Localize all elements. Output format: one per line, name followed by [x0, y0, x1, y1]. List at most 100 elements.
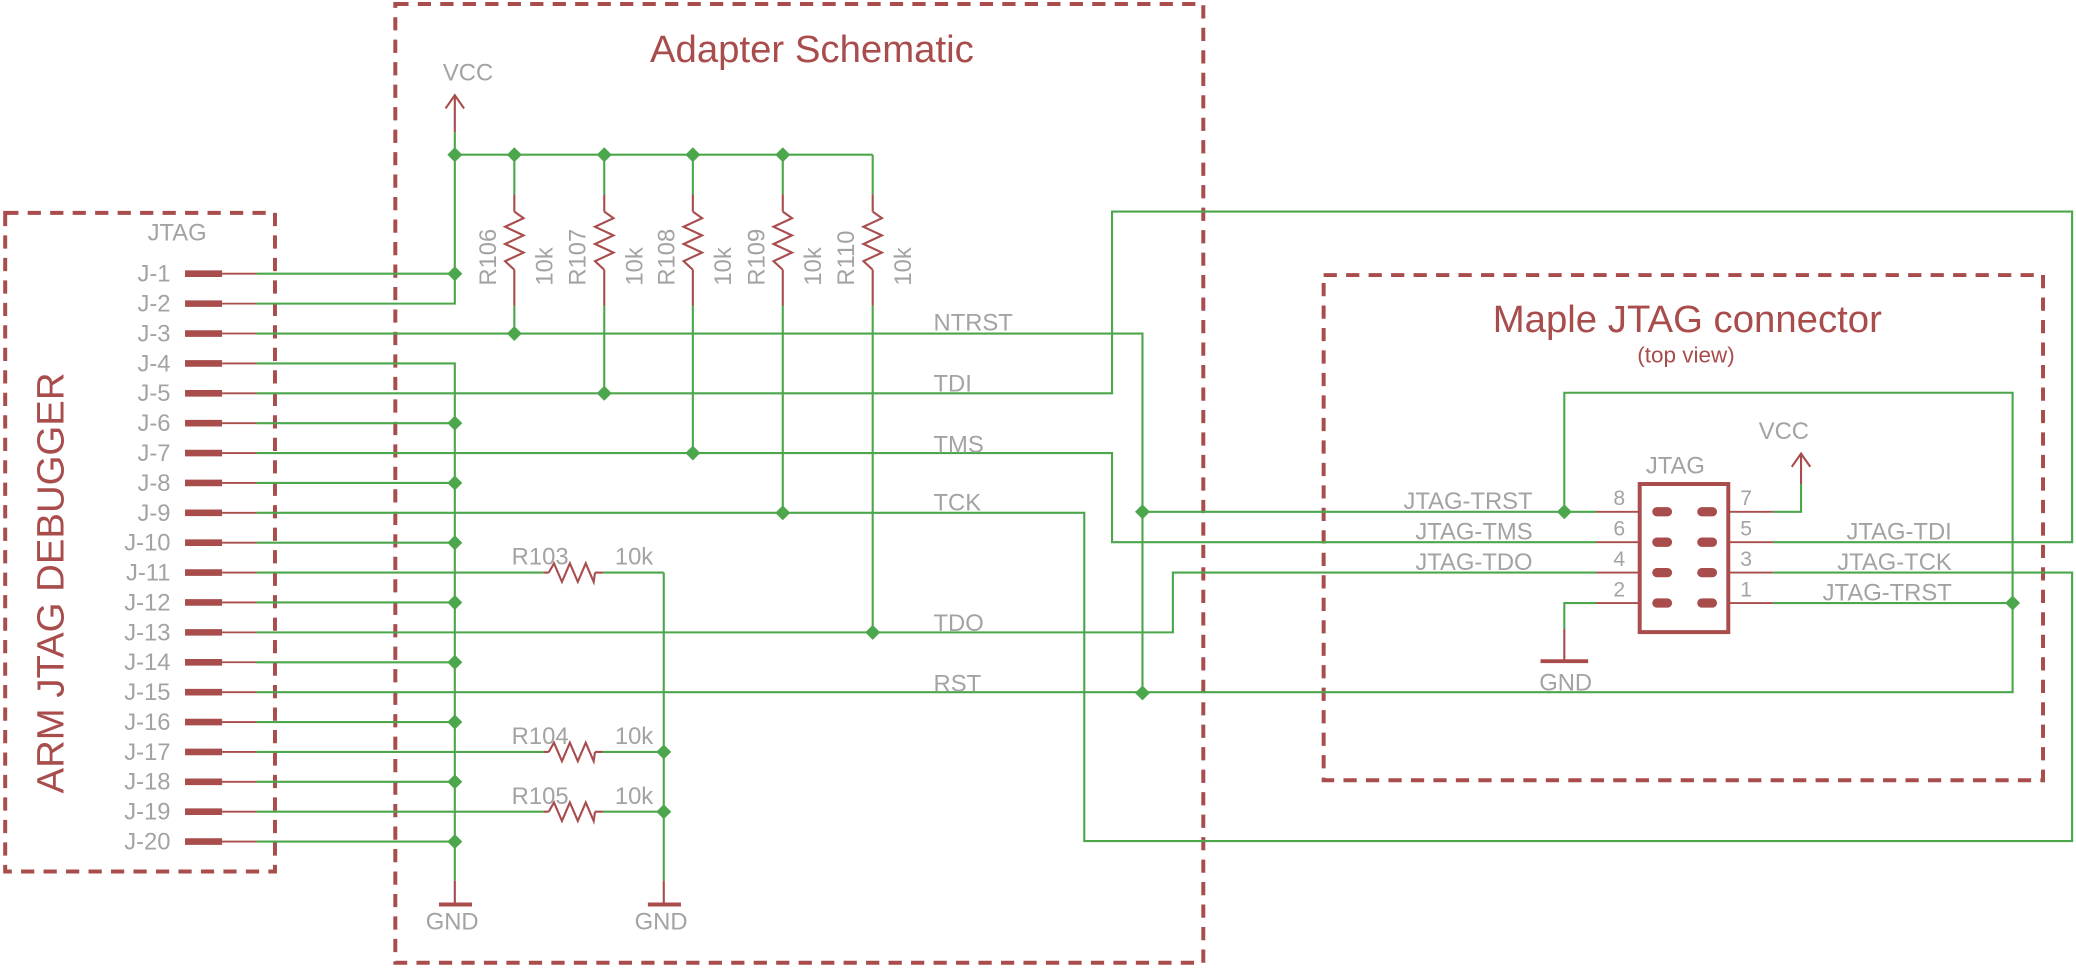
gnd-label-1: GND — [426, 909, 479, 936]
pullup-resistor-r109: R109 10k — [743, 194, 827, 306]
pullup-resistor-r110: R110 10k — [833, 194, 917, 306]
junction-dot — [596, 385, 612, 401]
junction-dot — [506, 326, 522, 341]
resistor-value: 10k — [710, 247, 737, 285]
gnd-bus — [256, 362, 456, 881]
signal-label-tdo: TDO — [934, 610, 984, 637]
junction-dot — [506, 147, 522, 163]
junctions — [447, 147, 2021, 850]
resistor-name: R109 — [743, 229, 770, 286]
maple-vcc-wire — [1773, 483, 1803, 513]
debugger-pin-label: J-18 — [124, 769, 170, 796]
adapter-title: Adapter Schematic — [650, 28, 974, 71]
maple-pin-number: 8 — [1613, 487, 1625, 510]
junction-dot — [775, 147, 791, 163]
maple-pin-signal: JTAG-TDO — [1415, 549, 1532, 576]
tdo-wire — [256, 571, 1597, 634]
debugger-pin-label: J-12 — [124, 589, 170, 616]
debugger-pin-label: J-7 — [137, 440, 170, 467]
resistor-value: 10k — [532, 247, 559, 285]
j2-wire — [256, 154, 456, 305]
gnd-label-2: GND — [635, 909, 688, 936]
resistor-value: 10k — [800, 247, 827, 285]
maple-pin-number: 2 — [1613, 578, 1625, 601]
debugger-title: ARM JTAG DEBUGGER — [29, 373, 72, 794]
junction-dot — [447, 475, 463, 491]
maple-pin-number: 5 — [1740, 518, 1752, 541]
rst-wire — [256, 391, 2014, 694]
signal-label-tck: TCK — [934, 489, 982, 516]
resistor-value: 10k — [615, 544, 653, 571]
maple-pin-signal: JTAG-TDI — [1846, 519, 1951, 546]
resistor-name: R110 — [833, 231, 860, 286]
junction-dot — [447, 415, 463, 431]
maple-pin-number: 3 — [1740, 548, 1752, 571]
resistor-name: R108 — [653, 229, 680, 286]
signal-label-tms: TMS — [934, 431, 984, 458]
debugger-pin-label: J-16 — [124, 709, 170, 736]
maple-connector-label: JTAG — [1646, 452, 1705, 479]
vcc-label: VCC — [443, 60, 493, 87]
debugger-connector-label: JTAG — [148, 220, 207, 247]
debugger-pin-label: J-8 — [137, 470, 170, 497]
resistor-value: 10k — [615, 723, 653, 750]
maple-gnd-wire — [1563, 601, 1597, 630]
debugger-frame — [3, 210, 277, 874]
debugger-pin-label: J-3 — [137, 320, 170, 347]
junction-dot — [447, 535, 463, 551]
tdi-wire — [256, 210, 2074, 544]
maple-frame — [1321, 273, 2046, 783]
wires — [256, 132, 2074, 881]
resistor-value: 10k — [622, 247, 649, 285]
gnd-symbol-1: GND — [426, 880, 479, 936]
maple-pin-signal: JTAG-TRST — [1403, 488, 1532, 515]
debugger-pin-label: J-14 — [124, 649, 170, 676]
maple-subtitle: (top view) — [1637, 342, 1734, 367]
tck-wire — [256, 511, 2074, 843]
junction-dot — [1134, 685, 1150, 701]
debugger-pin-label: J-11 — [126, 560, 171, 587]
maple-pin-number: 7 — [1740, 487, 1752, 510]
junction-dot — [447, 834, 463, 850]
junction-dot — [447, 147, 463, 163]
junction-dot — [2005, 595, 2021, 611]
resistor-value: 10k — [615, 783, 653, 810]
debugger-pin-label: J-4 — [137, 350, 170, 377]
junction-dot — [656, 804, 672, 820]
pullup-resistor-r108: R108 10k — [653, 194, 737, 306]
resistor-name: R106 — [475, 229, 502, 286]
pulldown-resistor-r104: R104 10k — [512, 723, 653, 766]
signal-label-ntrst: NTRST — [934, 310, 1013, 337]
junction-dot — [1134, 504, 1150, 520]
maple-gnd-symbol: GND — [1539, 629, 1592, 696]
debugger-pin-label: J-20 — [124, 829, 170, 856]
maple-pin-signal: JTAG-TRST — [1823, 579, 1952, 606]
vcc-symbol: VCC — [443, 60, 493, 133]
maple-gnd-label: GND — [1539, 669, 1592, 696]
resistor-name: R104 — [512, 723, 569, 750]
junction-dot — [447, 266, 463, 282]
debugger-pin-label: J-13 — [124, 619, 170, 646]
debugger-pin-label: J-10 — [124, 530, 170, 557]
debugger-pin-list: J-1J-2J-3J-4J-5J-6J-7J-8J-9J-10J-11J-12J… — [124, 261, 257, 856]
junction-dot — [447, 774, 463, 790]
maple-pin-signal: JTAG-TCK — [1837, 549, 1952, 576]
adapter-frame — [393, 1, 1206, 965]
resistor-value: 10k — [890, 247, 917, 285]
debugger-pin-label: J-5 — [137, 380, 170, 407]
maple-title: Maple JTAG connector — [1493, 298, 1882, 341]
debugger-pin-label: J-17 — [124, 739, 170, 766]
junction-dot — [865, 624, 881, 640]
ntrst-wire — [256, 332, 1144, 693]
junction-dot — [1556, 504, 1572, 520]
maple-pin-number: 6 — [1613, 518, 1625, 541]
junction-dot — [656, 744, 672, 760]
maple-vcc-symbol: VCC — [1759, 418, 1812, 484]
maple-pin-number: 4 — [1613, 548, 1625, 571]
junction-dot — [447, 654, 463, 670]
